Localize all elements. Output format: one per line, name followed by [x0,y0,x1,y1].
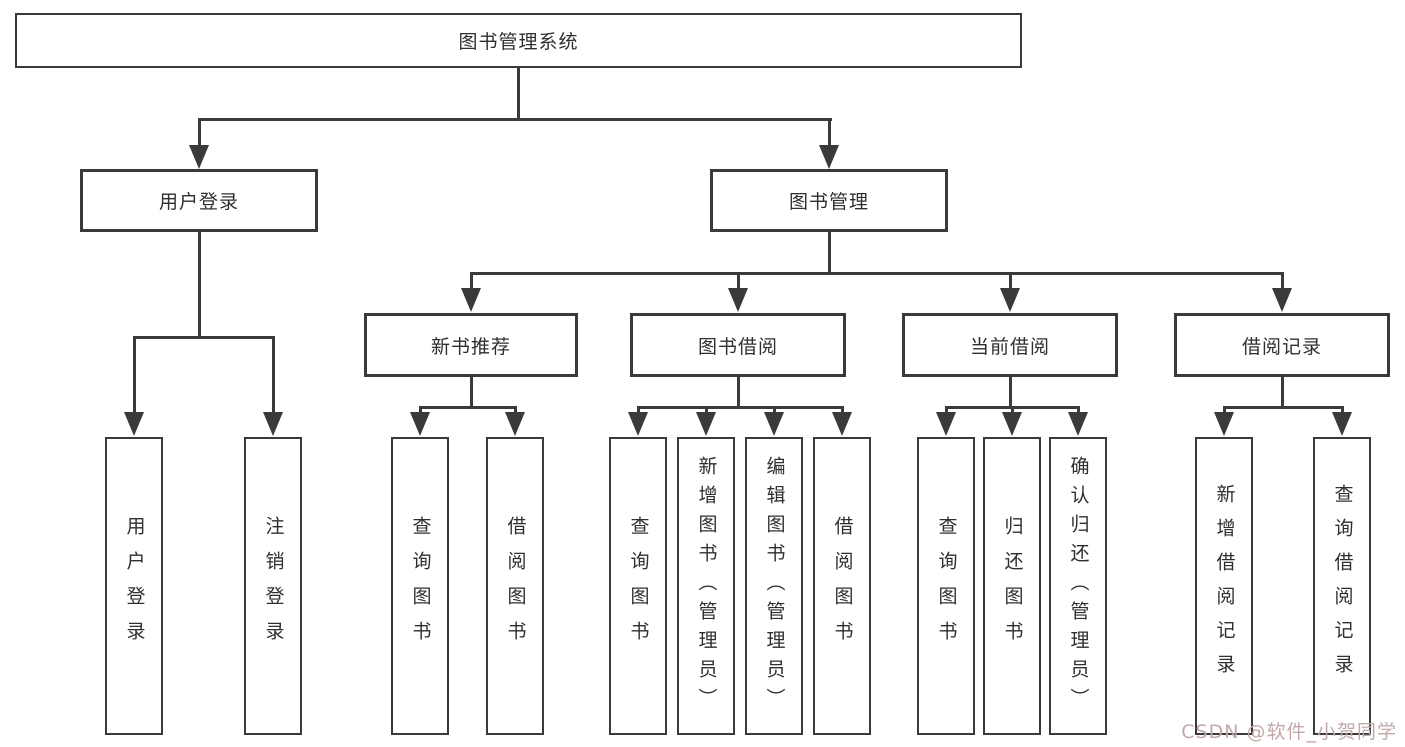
connector-bb-hline [637,406,844,409]
connector-bb-shaft [737,272,740,294]
connector-level1-hline [198,118,832,121]
arrowhead-rec-icon [461,288,481,312]
connector-br-stub [1281,375,1284,408]
leaf-rec-borrow-books: 借阅图书 [486,437,544,735]
arrowhead-br-icon [1272,288,1292,312]
connector-user-login-shaft [198,118,201,152]
node-new-book-recommend: 新书推荐 [364,313,578,377]
connector-br-hline [1223,406,1344,409]
node-book-borrowing: 图书借阅 [630,313,846,377]
leaf-bb-query-books: 查询图书 [609,437,667,735]
arrowhead-leaf-logout-icon [263,412,283,436]
connector-rec-shaft [470,272,473,294]
leaf-cb-confirm-return-admin-label: 确认归还（管理员） [1067,455,1090,717]
arrowhead-bb-icon [728,288,748,312]
connector-user-login-stub [198,231,201,338]
node-book-management: 图书管理 [710,169,948,232]
leaf-user-login-label: 用户登录 [123,516,146,656]
arrowhead-rec-borrow-icon [505,412,525,436]
arrowhead-cb-return-icon [1002,412,1022,436]
node-borrowing-records-label: 借阅记录 [1241,335,1322,358]
node-book-management-label: 图书管理 [788,191,869,213]
node-new-book-recommend-label: 新书推荐 [430,335,511,358]
leaf-logout: 注销登录 [244,437,302,735]
leaf-rec-borrow-books-label: 借阅图书 [504,516,527,656]
leaf-br-add-record-label: 新增借阅记录 [1213,484,1236,688]
arrowhead-br-query-icon [1332,412,1352,436]
leaf-cb-confirm-return-admin: 确认归还（管理员） [1049,437,1107,735]
connector-cb-shaft [1009,272,1012,294]
connector-leaf-login-shaft [133,336,136,416]
leaf-cb-return-books-label: 归还图书 [1001,516,1024,656]
connector-cb-stub [1009,375,1012,408]
arrowhead-bb-borrow-icon [832,412,852,436]
watermark: CSDN @软件_小贺同学 [1181,721,1397,743]
leaf-cb-return-books: 归还图书 [983,437,1041,735]
arrowhead-bb-add-icon [696,412,716,436]
leaf-rec-query-books-label: 查询图书 [409,516,432,656]
leaf-user-login: 用户登录 [105,437,163,735]
leaf-rec-query-books: 查询图书 [391,437,449,735]
leaf-bb-edit-books-admin: 编辑图书（管理员） [745,437,803,735]
arrowhead-bb-query-icon [628,412,648,436]
leaf-bb-query-books-label: 查询图书 [627,516,650,656]
root-node: 图书管理系统 [15,13,1022,68]
connector-rec-stub [470,375,473,408]
leaf-bb-edit-books-admin-label: 编辑图书（管理员） [763,455,786,717]
connector-user-login-hline [133,336,275,339]
arrowhead-cb-icon [1000,288,1020,312]
connector-book-mgmt-shaft [828,118,831,152]
arrowhead-leaf-login-icon [124,412,144,436]
leaf-bb-borrow-books-label: 借阅图书 [831,516,854,656]
arrowhead-user-login-icon [189,145,209,169]
node-current-borrowing-label: 当前借阅 [969,335,1050,358]
leaf-br-query-record-label: 查询借阅记录 [1331,484,1354,688]
node-user-login-label: 用户登录 [158,191,239,213]
arrowhead-br-add-icon [1214,412,1234,436]
arrowhead-rec-query-icon [410,412,430,436]
arrowhead-cb-confirm-icon [1068,412,1088,436]
node-user-login: 用户登录 [80,169,318,232]
connector-level2-hline [470,272,1284,275]
connector-root-stub [517,66,520,120]
connector-rec-hline [419,406,517,409]
connector-br-shaft [1281,272,1284,294]
leaf-br-add-record: 新增借阅记录 [1195,437,1253,735]
leaf-cb-query-books: 查询图书 [917,437,975,735]
arrowhead-bb-edit-icon [764,412,784,436]
connector-book-mgmt-stub [828,231,831,274]
root-node-label: 图书管理系统 [458,31,579,53]
arrowhead-book-mgmt-icon [819,145,839,169]
leaf-bb-add-books-admin: 新增图书（管理员） [677,437,735,735]
node-book-borrowing-label: 图书借阅 [697,335,778,358]
arrowhead-cb-query-icon [936,412,956,436]
leaf-bb-add-books-admin-label: 新增图书（管理员） [695,455,718,717]
node-borrowing-records: 借阅记录 [1174,313,1390,377]
node-current-borrowing: 当前借阅 [902,313,1118,377]
leaf-logout-label: 注销登录 [262,516,285,656]
leaf-br-query-record: 查询借阅记录 [1313,437,1371,735]
leaf-bb-borrow-books: 借阅图书 [813,437,871,735]
connector-leaf-logout-shaft [272,336,275,416]
connector-bb-stub [737,375,740,408]
leaf-cb-query-books-label: 查询图书 [935,516,958,656]
